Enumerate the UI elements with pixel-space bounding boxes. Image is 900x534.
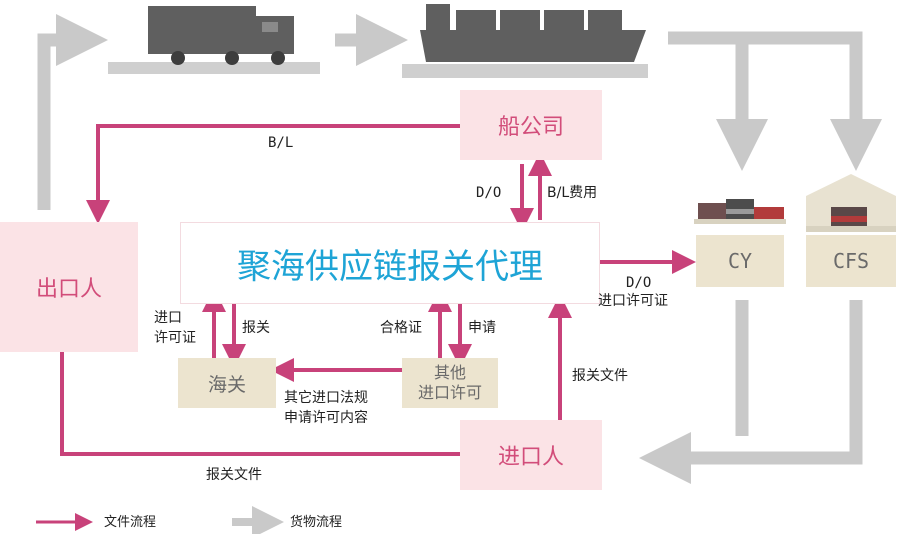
apply-label: 申请 <box>468 320 496 336</box>
importer-label: 进口人 <box>497 445 564 470</box>
doc-arrow-shipping-to-exporter <box>86 124 460 224</box>
other-permits-box: 其他 进口许可 <box>402 358 498 408</box>
other-permits-line1: 其他 <box>433 363 466 382</box>
declare-docs-bottom-label: 报关文件 <box>206 467 262 483</box>
legend-cargo-label: 货物流程 <box>290 515 343 530</box>
do-cy-label: D/O <box>626 275 652 291</box>
broker-label: 聚海供应链报关代理 <box>237 246 543 287</box>
cargo-arrow-cfs-to-importer <box>639 300 863 484</box>
document-flow-arrows <box>36 124 696 531</box>
declare-label: 报关 <box>242 320 270 336</box>
customs-label: 海关 <box>207 373 246 396</box>
bl-fee-label: B/L费用 <box>547 185 598 201</box>
cargo-arrow-ship-to-cy <box>668 31 768 171</box>
broker-box: 聚海供应链报关代理 <box>180 222 600 304</box>
other-content-l2: 申请许可内容 <box>284 410 368 426</box>
import-license-l1: 进口 <box>154 310 182 326</box>
cargo-flow-arrows <box>37 14 882 534</box>
doc-arrow-exporter-to-importer <box>60 350 488 466</box>
truck-icon <box>108 6 320 74</box>
legend-document-label: 文件流程 <box>104 515 157 530</box>
cargo-arrow-ship-to-cfs <box>742 31 882 171</box>
import-license-l2: 许可证 <box>154 330 196 346</box>
import-license-label: 进口许可证 <box>598 293 668 309</box>
ship-icon <box>402 4 648 78</box>
shipping-company-box: 船公司 <box>460 90 602 160</box>
other-content-l1: 其它进口法规 <box>284 390 368 406</box>
cy-label: CY <box>727 249 753 273</box>
exporter-label: 出口人 <box>35 277 102 302</box>
importer-box: 进口人 <box>460 420 602 490</box>
declare-docs-label: 报关文件 <box>572 368 628 384</box>
cfs-box: CFS <box>806 235 896 287</box>
certificate-label: 合格证 <box>380 320 422 336</box>
shipping-company-label: 船公司 <box>497 115 564 140</box>
cfs-warehouse-icon <box>806 174 896 232</box>
exporter-box: 出口人 <box>0 222 138 352</box>
customs-box: 海关 <box>178 358 276 408</box>
cy-box: CY <box>696 235 784 287</box>
cargo-arrow-exporter-to-truck <box>37 14 108 210</box>
do-label: D/O <box>476 185 502 201</box>
bl-label: B/L <box>268 135 294 151</box>
cfs-label: CFS <box>832 249 870 273</box>
cy-containers-icon <box>694 199 786 224</box>
other-permits-line2: 进口许可 <box>417 383 482 402</box>
